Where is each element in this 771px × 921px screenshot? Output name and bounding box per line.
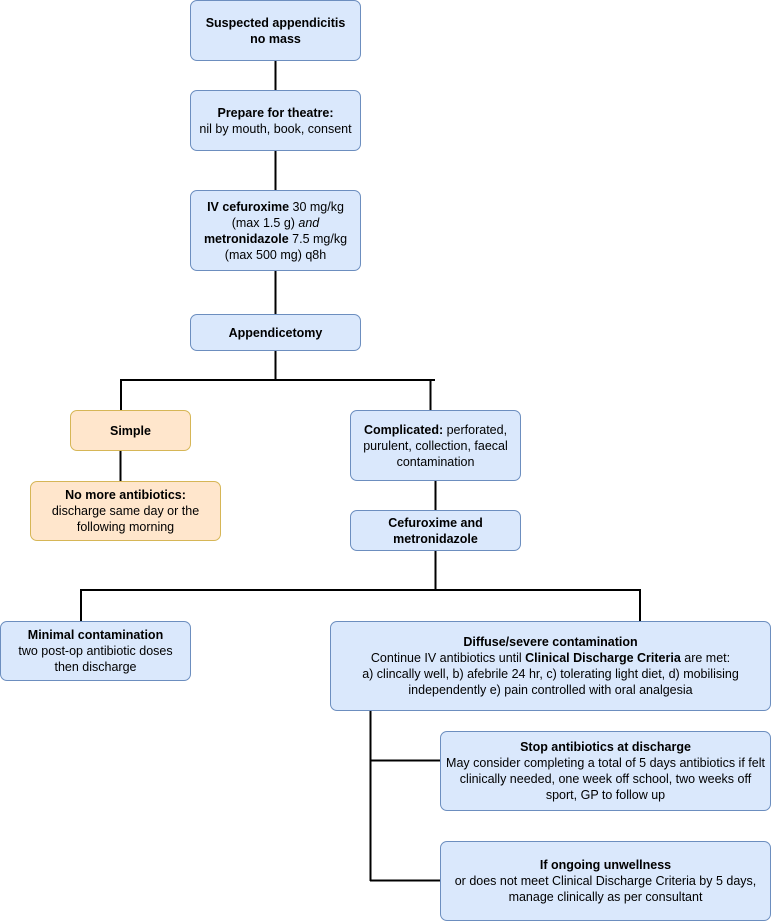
iv-and: and (298, 215, 320, 230)
simple-label: Simple (110, 423, 151, 438)
iv-cefuroxime-dose: 30 mg/kg (max 1.5 g) (231, 199, 344, 230)
complicated-desc: perforated, purulent, collection, faecal… (363, 422, 508, 469)
diffuse-contamination-node: Diffuse/severe contamination Continue IV… (330, 621, 771, 711)
prepare-title: Prepare for theatre: (217, 105, 334, 120)
diffuse-criteria-label: Clinical Discharge Criteria (525, 651, 681, 665)
prepare-text: nil by mouth, book, consent (199, 121, 352, 136)
minimal-text: two post-op antibiotic doses then discha… (18, 644, 173, 674)
ongoing-unwellness-node: If ongoing unwellness or does not meet C… (440, 841, 771, 921)
complicated-title: Complicated: (363, 422, 444, 437)
stop-antibiotics-node: Stop antibiotics at discharge May consid… (440, 731, 771, 811)
diffuse-title: Diffuse/severe contamination (463, 635, 638, 649)
suspected-appendicitis-node: Suspected appendicitis no mass (190, 0, 361, 61)
iv-text: IV cefuroxime 30 mg/kg (max 1.5 g) and m… (195, 199, 356, 263)
appendicectomy-label: Appendicetomy (228, 325, 323, 340)
no-more-title: No more antibiotics: (65, 488, 186, 502)
ongoing-text: or does not meet Clinical Discharge Crit… (454, 874, 757, 904)
complicated-text: Complicated: perforated, purulent, colle… (355, 422, 516, 470)
iv-antibiotics-node: IV cefuroxime 30 mg/kg (max 1.5 g) and m… (190, 190, 361, 271)
no-more-antibiotics-node: No more antibiotics: discharge same day … (30, 481, 221, 541)
diffuse-text2: are met: (680, 651, 731, 665)
diffuse-criteria-list: a) clincally well, b) afebrile 24 hr, c)… (362, 667, 739, 697)
cefuroxime-metronidazole-node: Cefuroxime and metronidazole (350, 510, 521, 551)
iv-metronidazole-label: metronidazole (203, 231, 289, 246)
iv-cefuroxime-label: IV cefuroxime (207, 199, 290, 214)
stop-text: May consider completing a total of 5 day… (446, 756, 765, 802)
iv-metronidazole-dose: 7.5 mg/kg (max 500 mg) q8h (224, 231, 348, 262)
stop-title: Stop antibiotics at discharge (520, 740, 691, 754)
complicated-node: Complicated: perforated, purulent, colle… (350, 410, 521, 481)
no-more-text: discharge same day or the following morn… (51, 504, 200, 534)
diffuse-text1: Continue IV antibiotics until (370, 651, 526, 665)
appendicectomy-node: Appendicetomy (190, 314, 361, 351)
minimal-contamination-node: Minimal contamination two post-op antibi… (0, 621, 191, 681)
cef-metro-label: Cefuroxime and metronidazole (388, 515, 483, 546)
minimal-title: Minimal contamination (27, 628, 164, 642)
diffuse-criteria-line: Continue IV antibiotics until Clinical D… (371, 650, 730, 666)
suspected-line1: Suspected appendicitis (205, 15, 346, 30)
ongoing-title: If ongoing unwellness (539, 858, 672, 872)
prepare-theatre-node: Prepare for theatre: nil by mouth, book,… (190, 90, 361, 151)
simple-node: Simple (70, 410, 191, 451)
suspected-line2: no mass (250, 31, 301, 46)
